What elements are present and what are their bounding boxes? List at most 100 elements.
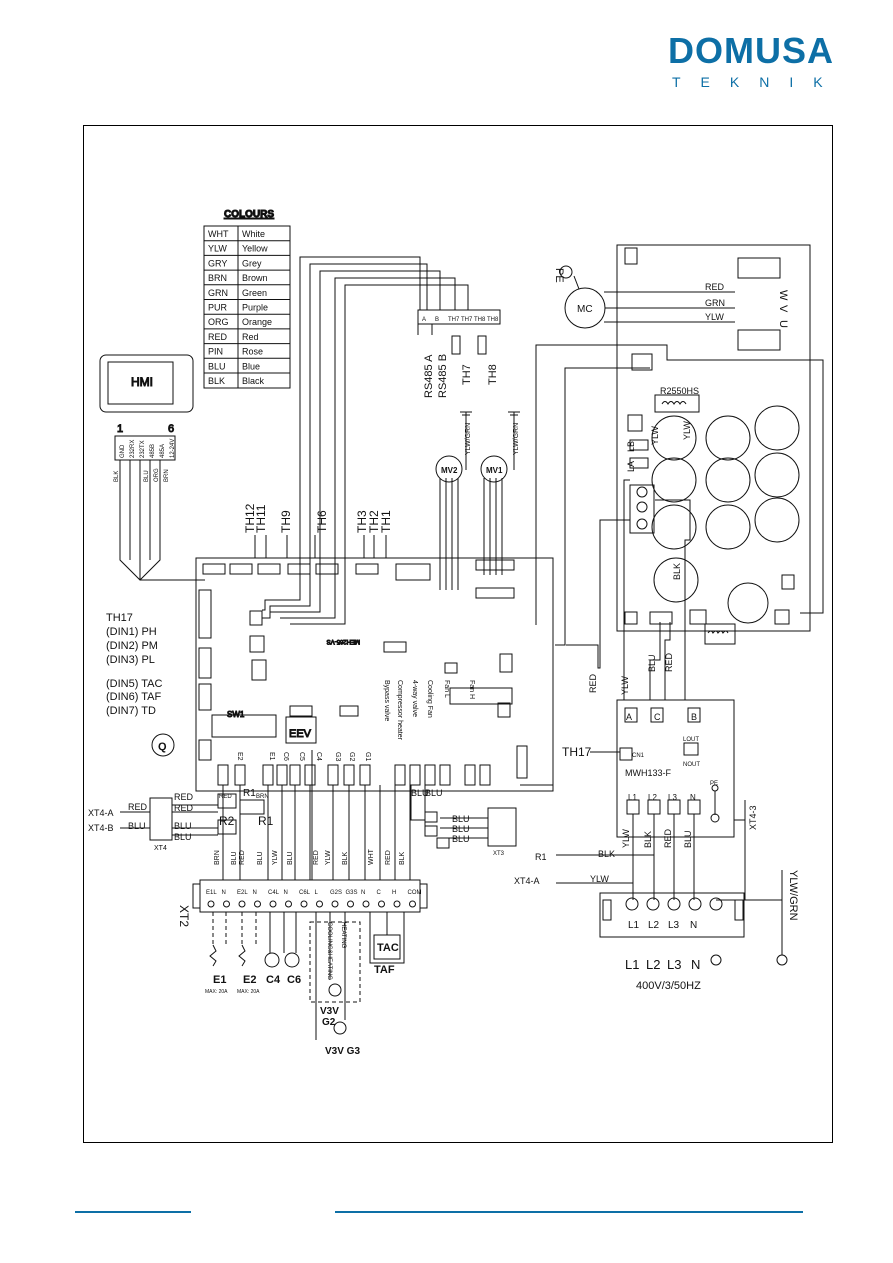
max-e1: MAX: 20A [205, 989, 228, 995]
xt2-terminal: C4L [268, 890, 280, 896]
hmi-pin: 232RX [130, 440, 136, 458]
filter-pe: PE [710, 781, 718, 787]
power-r1: R1 [535, 852, 547, 862]
hmi-label: HMI [131, 375, 153, 389]
xt2-wire: RED [313, 850, 320, 865]
filter-model: MWH133-F [625, 768, 672, 778]
power-label-l2: L2 [646, 957, 660, 972]
legend-colour: Purple [242, 303, 268, 313]
xt3-wire-2: BLU [452, 824, 470, 834]
mc-label: MC [577, 304, 593, 315]
rs485-terminal: TH7 [448, 317, 460, 323]
hmi-pin-end: 6 [168, 423, 174, 435]
load-e1: E1 [213, 974, 226, 986]
board-output-label: Cooling Fan [426, 680, 433, 718]
legend-colour: Black [242, 376, 265, 386]
xt4-wire-red-1: RED [128, 802, 148, 812]
xt2-wire: BLU [287, 851, 294, 865]
diagram-frame [83, 125, 833, 1143]
mv1-label: MV1 [486, 466, 503, 475]
driver-pe: PE [553, 268, 565, 283]
rs485-terminal: A [422, 317, 426, 323]
footer-rule-right [335, 1211, 803, 1213]
xt4-wire-red-2: RED [174, 792, 194, 802]
xt2-wire: YLW [272, 850, 279, 865]
xt2-screw [331, 900, 339, 908]
hmi-pin: 12-24V [170, 439, 176, 458]
filter-wire-ylw: YLW [620, 676, 630, 695]
xt4-label: XT4 [154, 845, 167, 852]
xt4-wire-red-3: RED [174, 803, 194, 813]
xt2-terminal: H [392, 890, 396, 896]
xt2-screw [378, 900, 385, 908]
xt3-blu-left-2: BLU [425, 788, 443, 798]
filter-out-ylw: YLW [621, 829, 631, 848]
xt4-red: RED [219, 794, 232, 800]
driver-wire-ylw: YLW [705, 312, 724, 322]
power-term-l1: L1 [628, 920, 640, 931]
xt2-screw [207, 900, 215, 908]
power-label-l3: L3 [667, 957, 681, 972]
board-output-label: G2 [348, 752, 355, 761]
xt2-terminal: L [315, 890, 319, 896]
board-output-label: E1 [268, 752, 275, 761]
legend-code: BLK [208, 376, 225, 386]
filter-c: C [654, 712, 661, 722]
max-e2: MAX: 20A [237, 989, 260, 995]
xt2-screw [254, 900, 261, 908]
board-output-label: Compressor heater [396, 680, 403, 741]
xt2-terminal: E1L [206, 890, 217, 896]
driver-ylw-1: YLW [650, 426, 660, 445]
label-din7: (DIN7) TD [106, 705, 156, 717]
mv2-label: MV2 [441, 466, 458, 475]
board-output-connectors [217, 764, 491, 786]
legend-code: ORG [208, 317, 229, 327]
filter-l1: L1 [628, 793, 637, 802]
board-output-label: G1 [364, 752, 371, 761]
legend-colour: Rose [242, 347, 263, 357]
filter-out-red: RED [663, 828, 673, 848]
mainboard-model: MEH265-VS [327, 638, 360, 644]
filter-out-blu: BLU [683, 830, 693, 848]
label-din1: (DIN1) PH [106, 626, 157, 638]
hmi-pin: GND [120, 444, 126, 458]
legend-colour: Grey [242, 258, 262, 268]
xt4-r2: R2 [219, 814, 235, 828]
legend-colour: Red [242, 332, 259, 342]
mv1-ground: YLW/GRN [513, 423, 520, 455]
xt2-terminal: C6L [299, 890, 311, 896]
hmi-wire: BLU [144, 470, 150, 482]
tac-label: TAC [377, 942, 399, 954]
xt2-screw [269, 900, 277, 908]
legend-code: BRN [208, 273, 227, 283]
power-term-n: N [690, 920, 697, 931]
xt2-screw [300, 900, 308, 908]
board-output-label: C4 [315, 752, 322, 761]
xt2-terminal: N [253, 890, 257, 896]
board-output-label: Fan L [443, 680, 450, 698]
sensor-label: TH11 [254, 504, 268, 533]
label-din3: (DIN3) PL [106, 654, 155, 666]
legend-colour: Orange [242, 317, 272, 327]
filter-n: N [690, 793, 696, 802]
legend-code: BLU [208, 361, 226, 371]
hmi-pin-start: 1 [117, 423, 123, 435]
xt2-terminal: COM [408, 890, 422, 896]
xt2-wire: RED [239, 850, 246, 865]
hmi-pin: 232TX [140, 440, 146, 458]
xt2-terminal: G3S [346, 890, 358, 896]
legend-code: PIN [208, 347, 223, 357]
legend-colour: Yellow [242, 244, 268, 254]
th7-label: TH7 [461, 364, 473, 385]
rs485-terminal: TH8 [474, 317, 486, 323]
v3v-g3: V3V G3 [325, 1046, 360, 1057]
power-ylw: YLW [590, 874, 609, 884]
xt2-screw [285, 900, 292, 908]
q-label: Q [158, 741, 167, 753]
rs485a-label: RS485 A [423, 354, 435, 398]
xt2-terminal: E2L [237, 890, 248, 896]
xt3-label: XT3 [493, 851, 505, 857]
